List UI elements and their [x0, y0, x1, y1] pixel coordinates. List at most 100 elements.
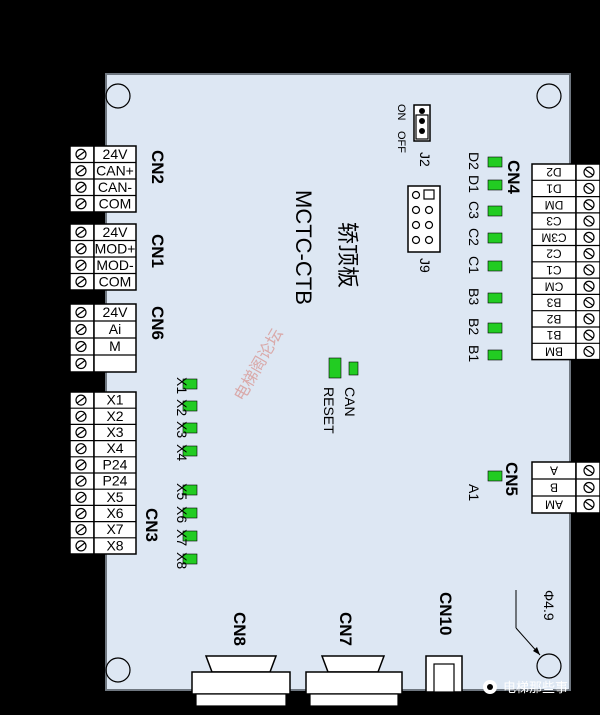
cn6-pin-label: Ai	[109, 321, 121, 337]
footer-brand-text: 电梯那些事	[503, 680, 568, 695]
mount-hole-top-right	[536, 83, 562, 109]
cn4-label: CN4	[504, 160, 523, 195]
cn2-pin-label: COM	[99, 195, 132, 211]
connector-cn10: CN10	[425, 592, 463, 693]
mount-hole-bottom-right	[536, 653, 562, 679]
reset-led-label: RESET	[321, 387, 337, 434]
output-led-label: B1	[466, 345, 482, 362]
output-led-label: C2	[466, 228, 482, 246]
board-title-cn: 轿顶板	[335, 222, 360, 288]
cn5-pin-label: AM	[545, 498, 563, 512]
input-led	[182, 400, 198, 412]
cn8-label: CN8	[230, 612, 249, 646]
cn4-pin-label: CM	[545, 279, 564, 293]
cn1-pin-label: COM	[99, 273, 132, 289]
cn5-pin-label: B	[550, 481, 558, 495]
output-led	[487, 260, 503, 272]
output-led-label: D2	[466, 152, 482, 170]
output-led	[487, 232, 503, 244]
cn4-pin-label: B1	[546, 328, 561, 342]
cn1-pin-label: MOD-	[96, 257, 134, 273]
output-led-label: B2	[466, 318, 482, 335]
cn3-label: CN3	[142, 508, 161, 542]
cn4-pin-label: C3	[546, 214, 562, 228]
cn4-pin-label: BM	[545, 344, 563, 358]
input-led	[182, 378, 198, 390]
input-led	[182, 445, 198, 457]
output-led-label: D1	[466, 175, 482, 193]
output-led	[487, 292, 503, 304]
input-led-label: X1	[174, 377, 190, 394]
cn6-pin-label: 24V	[103, 304, 129, 320]
board-title-model: MCTC-CTB	[291, 190, 316, 305]
cn6-label: CN6	[148, 306, 167, 340]
connector-cn5: AB AM	[531, 461, 600, 514]
led-group: X1X2X3X4X5X6X7X8D2D1C3C2C1B3B2B1CANRESET…	[174, 152, 503, 569]
cn2-label: CN2	[148, 150, 167, 184]
input-led-label: X7	[174, 529, 190, 546]
output-led-label: C3	[466, 201, 482, 219]
output-led-label: B3	[466, 288, 482, 305]
connector-cn8: CN8	[191, 612, 291, 707]
output-led	[487, 322, 503, 334]
input-led-label: X4	[174, 444, 190, 461]
can-led	[348, 361, 359, 376]
cn3-pin-label: X1	[106, 392, 123, 408]
hole-dimension: Φ4.9	[515, 590, 557, 656]
input-led	[182, 553, 198, 565]
cn2-pin-label: 24V	[103, 146, 129, 162]
j9-label: J9	[417, 258, 433, 273]
j2-label: J2	[417, 152, 433, 167]
input-led-label: X8	[174, 552, 190, 569]
mount-hole-bottom-left	[105, 657, 131, 683]
cn3-pin-label: X2	[106, 408, 123, 424]
footer-brand: 电梯那些事	[483, 680, 568, 695]
j2-off-label: OFF	[395, 131, 407, 153]
cn5-pin-label: A	[550, 464, 558, 478]
cn5-label: CN5	[502, 462, 521, 496]
output-led	[487, 205, 503, 217]
output-led-label: C1	[466, 256, 482, 274]
cn3-pin-label: X6	[106, 505, 123, 521]
cn7-label: CN7	[336, 612, 355, 646]
cn4-pin-label: C3M	[541, 230, 566, 244]
a1-led-label: A1	[466, 484, 482, 501]
cn4-pin-label: DM	[545, 198, 564, 212]
jumper-j9: J9	[407, 185, 441, 273]
cn3-pin-label: X4	[106, 440, 123, 456]
input-led-label: X6	[174, 506, 190, 523]
input-led-label: X2	[174, 399, 190, 416]
cn4-pin-label: C1	[546, 263, 562, 277]
hole-diameter-label: Φ4.9	[541, 590, 557, 621]
cn4-pin-label: B3	[546, 296, 561, 310]
output-led	[487, 179, 503, 191]
cn2-pin-label: CAN+	[96, 162, 134, 178]
input-led	[182, 507, 198, 519]
j2-on-label: ON	[395, 104, 407, 121]
input-led	[182, 422, 198, 434]
jumper-j2: ON OFF J2	[395, 104, 433, 167]
cn3-pin-label: X8	[106, 537, 123, 553]
input-led	[182, 484, 198, 496]
cn1-pin-label: MOD+	[95, 240, 136, 256]
cn3-pin-label: X7	[106, 521, 123, 537]
reset-led	[328, 357, 342, 379]
cn10-label: CN10	[436, 592, 455, 635]
input-led-label: X5	[174, 483, 190, 500]
cn1-pin-label: 24V	[103, 224, 129, 240]
cn3-pin-label: X3	[106, 424, 123, 440]
cn3-pin-label: X5	[106, 489, 123, 505]
input-led	[182, 530, 198, 542]
can-led-label: CAN	[342, 387, 358, 417]
cn3-pin-label: P24	[103, 456, 128, 472]
cn4-pin-label: B2	[546, 312, 561, 326]
output-led	[487, 349, 503, 361]
